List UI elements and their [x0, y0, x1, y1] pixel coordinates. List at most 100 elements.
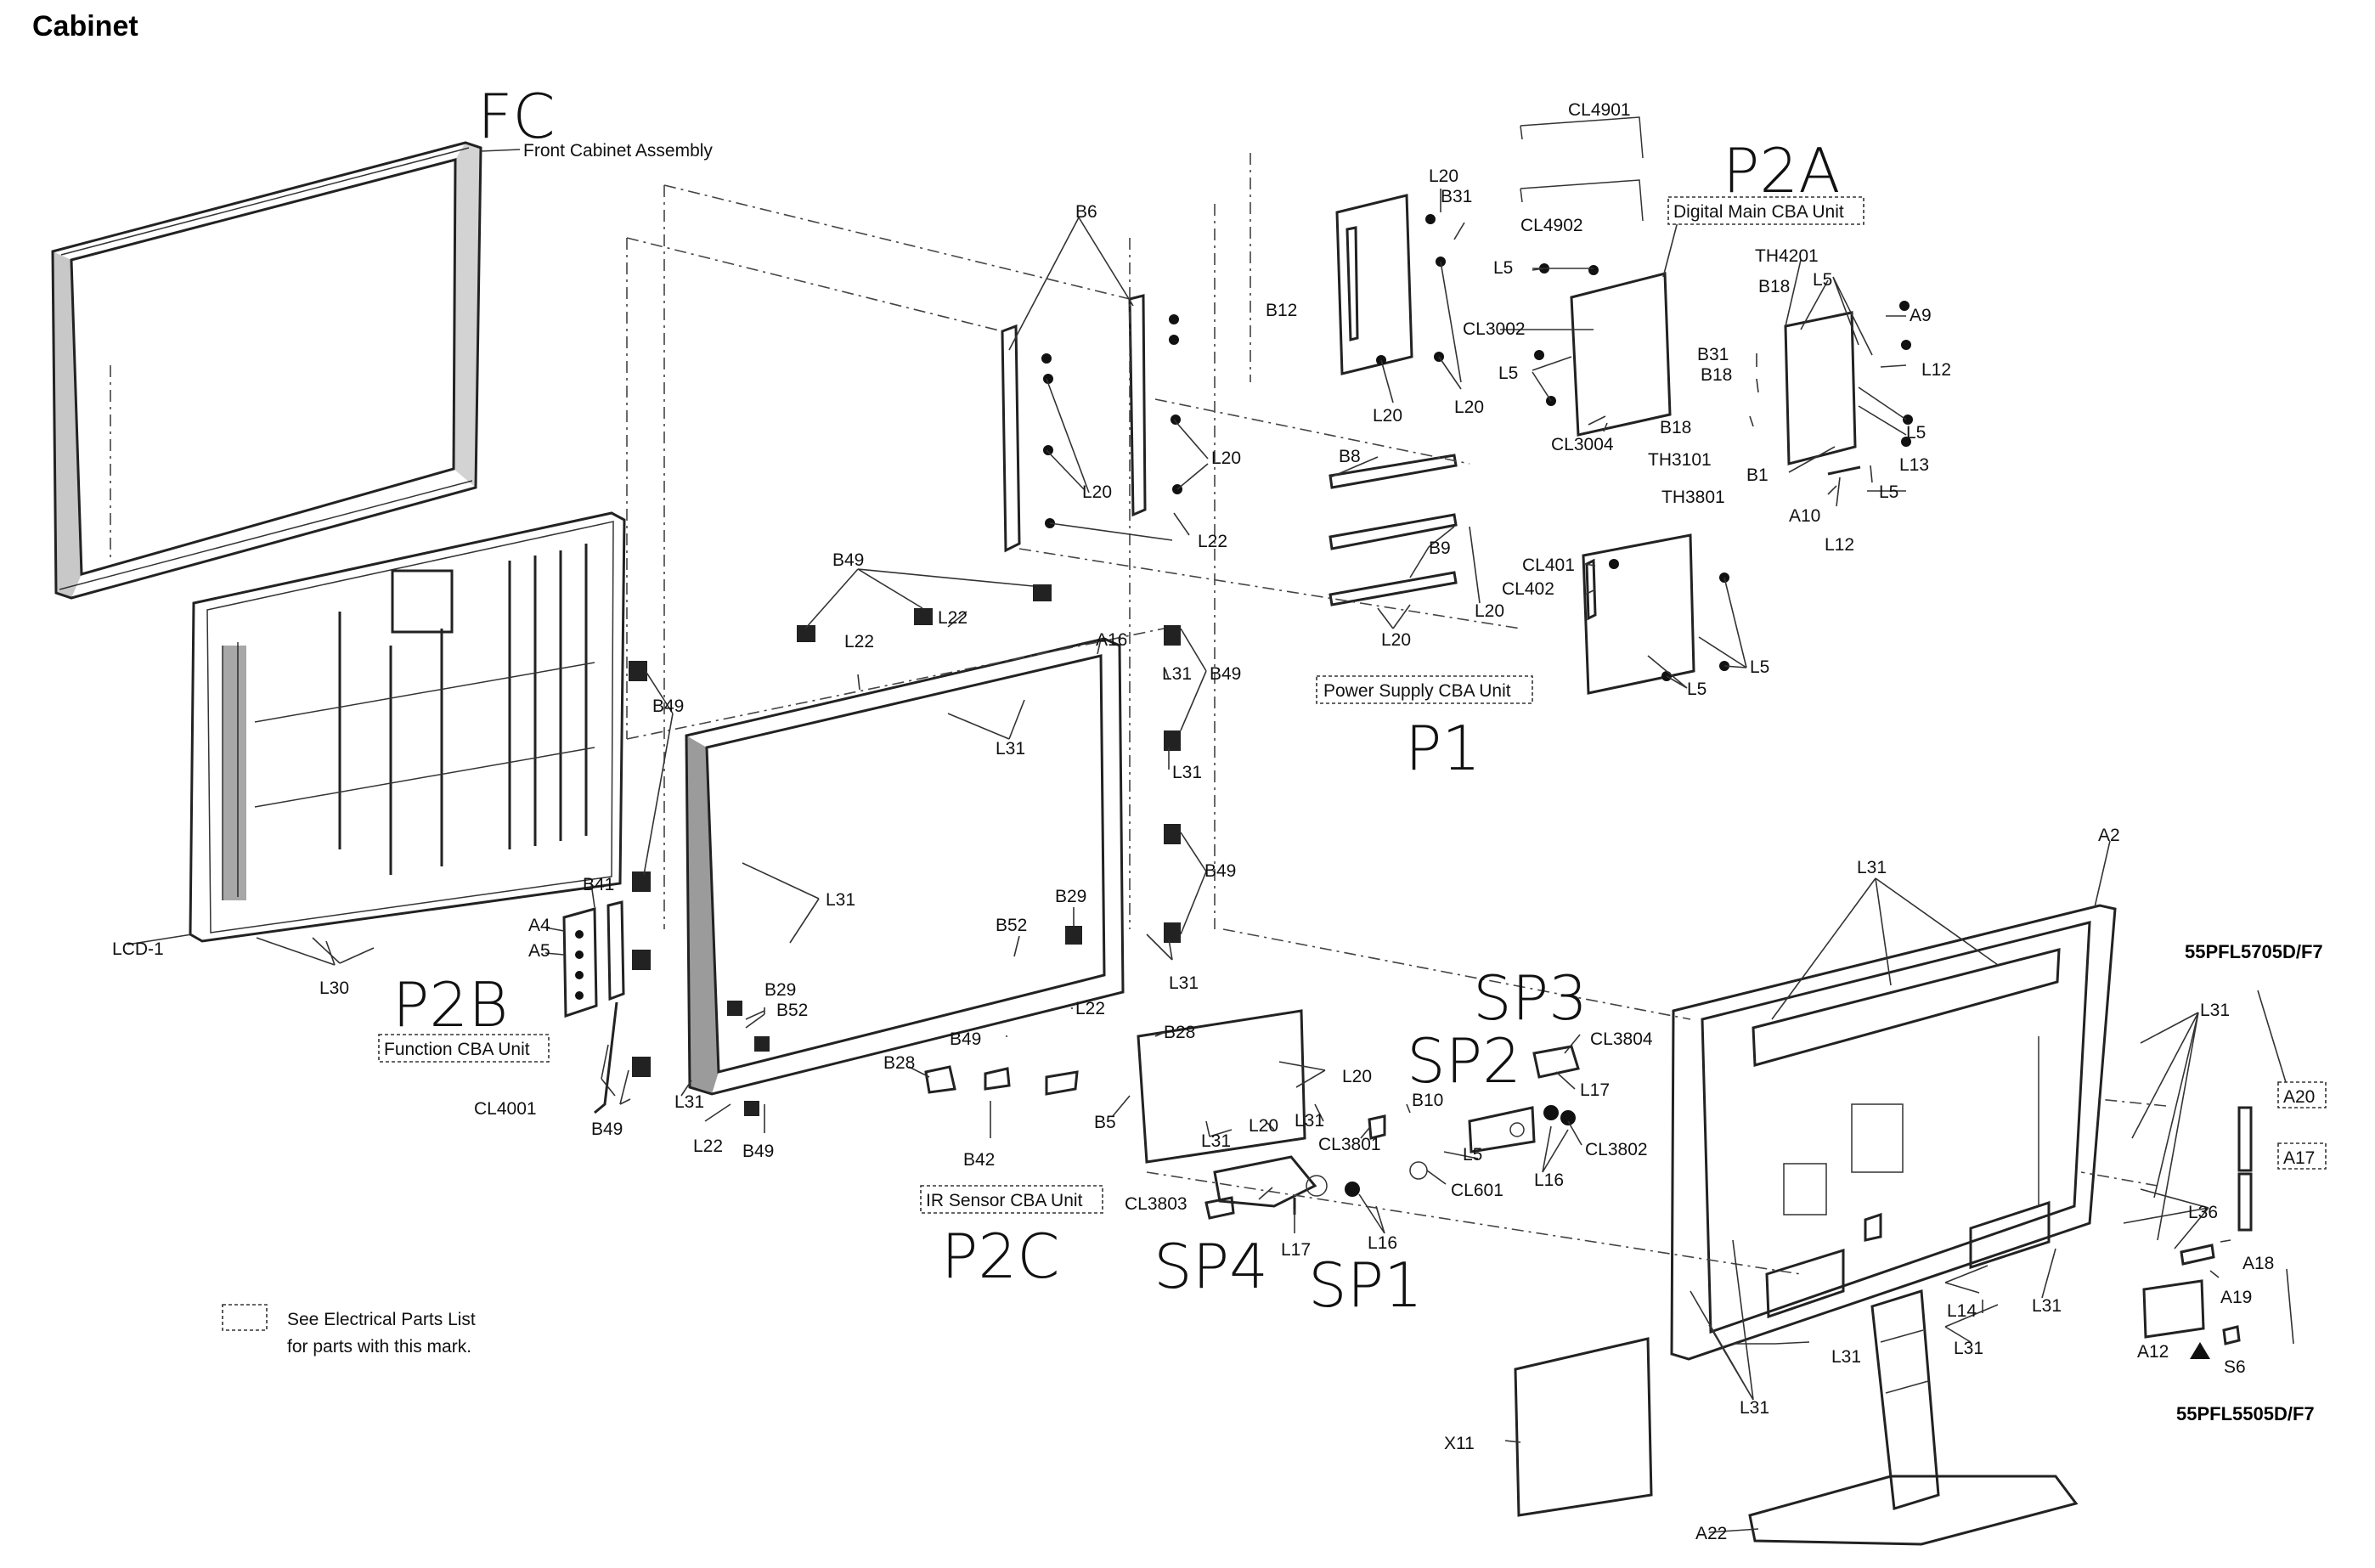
- callout-label: L5: [1879, 482, 1898, 502]
- page-title: Cabinet: [32, 10, 138, 42]
- callout-label: B9: [1429, 539, 1451, 558]
- callout-label: X11: [1444, 1434, 1475, 1453]
- handwritten-p1: P1: [1405, 713, 1481, 784]
- callout-label: L20: [1342, 1067, 1372, 1086]
- callout-label: A19: [2220, 1288, 2252, 1307]
- callout-label: B28: [883, 1053, 915, 1073]
- digital-main-label: Digital Main CBA Unit: [1673, 202, 1844, 222]
- callout-label: L20: [1475, 601, 1504, 621]
- legend-mark-box: [222, 1304, 268, 1331]
- callout-label: L22: [844, 632, 874, 651]
- callout-label: L31: [1172, 763, 1202, 782]
- digital-main-box: [1667, 196, 1864, 225]
- callout-label: L31: [674, 1092, 704, 1112]
- callout-label: L5: [1493, 258, 1513, 278]
- callout-label: L12: [1921, 360, 1951, 380]
- callout-label: L31: [1169, 973, 1199, 993]
- callout-label: CL601: [1451, 1181, 1503, 1200]
- callout-label: L5: [1687, 680, 1707, 699]
- callout-label: A2: [2098, 826, 2120, 845]
- legend-line-1: See Electrical Parts List: [287, 1310, 476, 1329]
- callout-label: A17: [2283, 1148, 2315, 1168]
- callout-label: B41: [583, 875, 614, 894]
- model-label-bottom: 55PFL5505D/F7: [2176, 1403, 2315, 1424]
- front-cabinet-label: Front Cabinet Assembly: [523, 141, 713, 161]
- callout-label: CL3801: [1318, 1135, 1381, 1154]
- callout-label: L31: [2032, 1296, 2062, 1316]
- handwritten-sp1: SP1: [1308, 1249, 1423, 1321]
- callout-label: B28: [1164, 1023, 1195, 1042]
- handwritten-sp3: SP3: [1473, 962, 1588, 1034]
- callout-label: B31: [1441, 187, 1472, 206]
- callout-label: B18: [1758, 277, 1790, 296]
- callout-labels: CL4901 CL4902 L20 B31 B6 B12 L5 CL3002 L…: [112, 100, 2315, 1543]
- handwritten-p2b: P2B: [392, 969, 508, 1041]
- callout-label: CL3802: [1585, 1140, 1648, 1159]
- callout-label: L17: [1580, 1080, 1610, 1100]
- callout-label: A4: [528, 916, 550, 935]
- callout-label: L20: [1429, 166, 1458, 186]
- callout-label: B49: [742, 1142, 774, 1161]
- callout-label: L5: [1813, 270, 1832, 290]
- rear-cabinet-part: [1670, 904, 2117, 1361]
- handwritten-sp2: SP2: [1407, 1025, 1521, 1097]
- callout-label: B6: [1075, 202, 1097, 222]
- callout-label: L31: [1295, 1111, 1324, 1131]
- power-supply-box: [1316, 675, 1533, 704]
- callout-label: CL4902: [1520, 216, 1583, 235]
- callout-label: L22: [1075, 999, 1105, 1018]
- callout-label: B49: [591, 1120, 623, 1139]
- callout-label: A20: [2283, 1087, 2315, 1107]
- callout-label: A18: [2242, 1254, 2274, 1273]
- callout-label: L20: [1381, 630, 1411, 650]
- callout-label: CL402: [1502, 579, 1554, 599]
- callout-label: L5: [1906, 423, 1926, 443]
- callout-label: L22: [1198, 532, 1227, 551]
- handwritten-p2a: P2A: [1723, 135, 1840, 206]
- callout-label: L16: [1534, 1170, 1564, 1190]
- callout-label: L30: [319, 979, 349, 998]
- callout-label: L31: [1954, 1339, 1983, 1358]
- callout-label: A12: [2137, 1342, 2169, 1362]
- callout-label: A10: [1789, 506, 1820, 526]
- function-cba-label: Function CBA Unit: [384, 1040, 530, 1059]
- callout-label: L20: [1373, 406, 1402, 426]
- digital-main-cba-part: [1335, 116, 1913, 476]
- callout-label: TH3801: [1661, 488, 1725, 507]
- stand-part: [1748, 1289, 2079, 1546]
- callout-label: B18: [1660, 418, 1691, 437]
- callout-label: B49: [832, 550, 864, 570]
- callout-label: L14: [1947, 1301, 1977, 1321]
- a17-box: [2277, 1142, 2327, 1170]
- callout-label: L31: [1740, 1398, 1769, 1418]
- callout-label: B49: [652, 697, 684, 716]
- x11-sheet-part: [1514, 1337, 1653, 1517]
- warning-triangle-icon: [2190, 1342, 2210, 1359]
- callout-label: L5: [1463, 1145, 1482, 1165]
- leader-lines: [127, 149, 2294, 1533]
- callout-label: B1: [1746, 465, 1769, 485]
- model-label-top: 55PFL5705D/F7: [2185, 941, 2323, 962]
- callout-label: B52: [776, 1001, 808, 1020]
- handwritten-p2c: P2C: [941, 1221, 1060, 1292]
- callout-label: B42: [963, 1150, 995, 1170]
- alignment-lines: [626, 153, 2167, 1275]
- a20-box: [2277, 1081, 2327, 1108]
- model-brackets-part: [2142, 1106, 2253, 1345]
- callout-label: L31: [996, 739, 1025, 759]
- callout-label: B29: [764, 980, 796, 1000]
- callout-label: A9: [1910, 306, 1932, 325]
- callout-label: B49: [1204, 861, 1236, 881]
- callout-label: L17: [1281, 1240, 1311, 1260]
- callout-label: B8: [1339, 447, 1361, 466]
- speaker-assemblies-part: [924, 1009, 1580, 1220]
- power-supply-cba-part: [1582, 533, 1729, 695]
- handwritten-fc: FC: [477, 81, 556, 152]
- callout-label: L22: [938, 608, 967, 628]
- callout-label: CL3804: [1590, 1029, 1653, 1049]
- function-cba-part: [562, 900, 625, 1114]
- callout-label: B49: [950, 1029, 981, 1049]
- callout-label: B5: [1094, 1113, 1116, 1132]
- callout-label: A16: [1096, 630, 1127, 650]
- callout-label: L22: [693, 1137, 723, 1156]
